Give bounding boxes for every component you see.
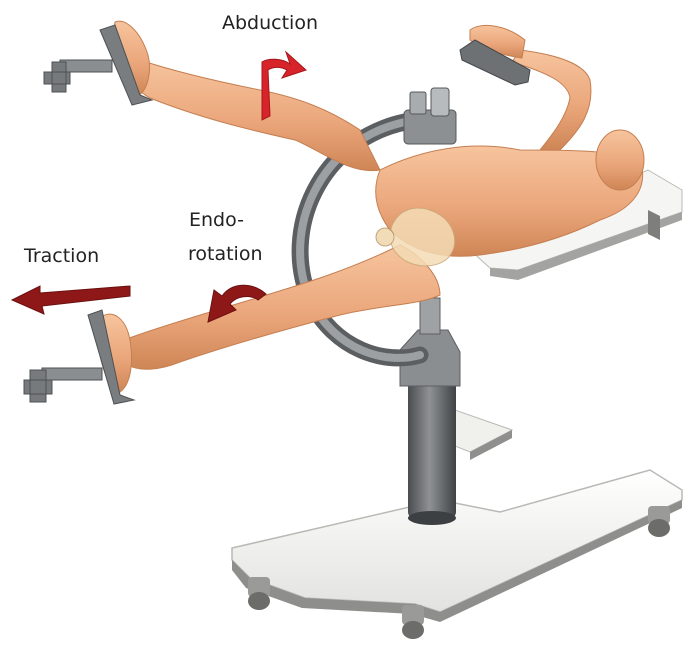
caster-wheel xyxy=(648,506,670,537)
traction-arrow xyxy=(12,286,130,314)
endorotation-label-line2: rotation xyxy=(188,243,263,265)
abduction-label: Abduction xyxy=(222,12,318,34)
head xyxy=(596,130,644,190)
caster-wheel xyxy=(402,605,424,639)
central-column xyxy=(400,298,460,525)
caster-wheel xyxy=(248,577,270,610)
raised-arm xyxy=(512,50,591,150)
abducted-leg xyxy=(134,60,380,171)
traction-label: Traction xyxy=(24,245,99,267)
base-plate xyxy=(232,470,682,612)
patient-figure xyxy=(98,21,644,392)
ring-clamp xyxy=(404,88,456,144)
table-base xyxy=(232,410,682,639)
endorotation-label-line1: Endo- xyxy=(189,209,244,231)
